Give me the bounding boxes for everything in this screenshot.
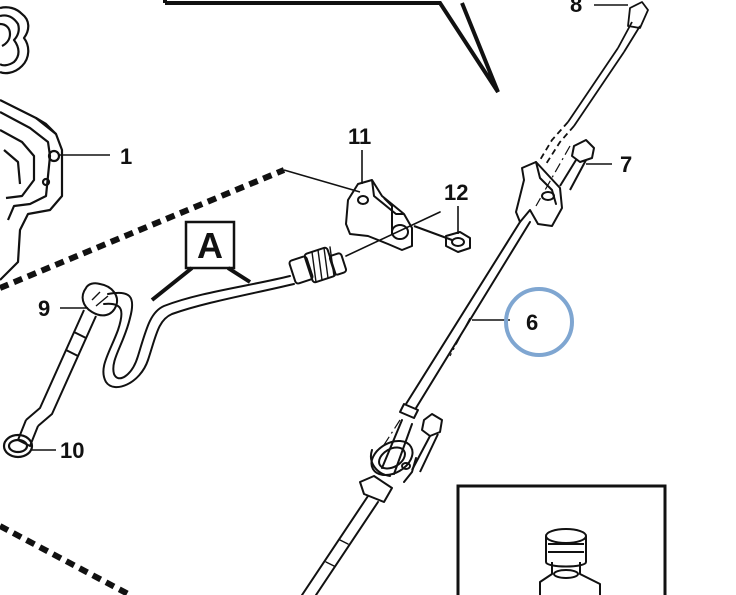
sump-hidden-edges bbox=[283, 169, 361, 193]
callout-6: 6 bbox=[526, 310, 538, 335]
dipstick-tube-9 bbox=[17, 282, 118, 447]
center-lines bbox=[381, 145, 571, 449]
detail-box-a bbox=[184, 220, 236, 270]
highlight-ring-callout-6 bbox=[504, 287, 574, 357]
callout-8: 8 bbox=[570, 0, 582, 17]
callout-11: 11 bbox=[348, 124, 371, 149]
bracket-11 bbox=[345, 179, 413, 251]
callout-10: 10 bbox=[60, 438, 84, 463]
detail-view-marker-a: A bbox=[150, 220, 252, 302]
engine-block bbox=[0, 6, 64, 281]
callout-9: 9 bbox=[38, 296, 50, 321]
callout-1: 1 bbox=[120, 144, 132, 169]
flange-bolt bbox=[411, 413, 443, 473]
callout-7: 7 bbox=[620, 152, 632, 177]
callout-12: 12 bbox=[444, 180, 468, 205]
bolt-12 bbox=[413, 225, 471, 253]
dashed-sump-outline bbox=[0, 167, 286, 595]
dipstick-rod-8 bbox=[539, 1, 649, 165]
detail-inset bbox=[456, 484, 667, 595]
sensor-cable bbox=[102, 211, 441, 388]
leader-lines bbox=[32, 4, 628, 451]
o-ring-10 bbox=[2, 433, 34, 459]
zoom-pointer-top bbox=[163, 0, 500, 94]
dipstick-guide-tube-6 bbox=[301, 161, 563, 595]
bolt-7 bbox=[559, 139, 595, 191]
detail-box-letter: A bbox=[197, 225, 223, 266]
